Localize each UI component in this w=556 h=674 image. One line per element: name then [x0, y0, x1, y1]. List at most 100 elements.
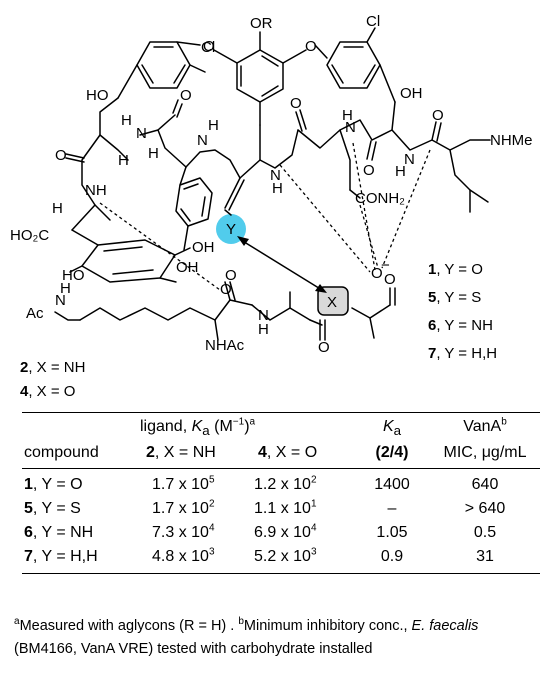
- label-nhac: NHAc: [205, 337, 245, 354]
- cell-compound: 1, Y = O: [24, 476, 83, 493]
- chemical-scheme: OR Cl Cl O O HO OH N H O H O H N H Y N H…: [10, 13, 533, 400]
- hydrogen-bonds: [99, 142, 431, 291]
- right-chloroaryl-ring: [314, 27, 396, 103]
- label-n4: N: [345, 119, 356, 136]
- label-h1: H: [121, 112, 132, 129]
- cell-ka-2: 4.8 x 103: [152, 546, 215, 565]
- cell-ratio: –: [387, 500, 397, 517]
- label-h5: H: [395, 163, 406, 180]
- header-col4: 4, X = O: [258, 444, 318, 461]
- cell-mic: 31: [476, 548, 494, 565]
- cell-compound: 5, Y = S: [24, 500, 81, 517]
- label-h-alpha-1: H: [118, 152, 129, 169]
- label-o-bridge-right: O: [305, 38, 317, 55]
- label-h-amide: H: [258, 321, 269, 338]
- label-h2: H: [208, 117, 219, 134]
- footnote-b-tail: (BM4166, VanA VRE) tested with carbohydr…: [14, 641, 373, 657]
- cell-ka-4: 1.2 x 102: [254, 474, 317, 493]
- label-o3: O: [290, 95, 302, 112]
- header-vana: VanAb: [463, 416, 507, 435]
- cell-ka-4: 6.9 x 104: [254, 522, 317, 541]
- central-aryl-ring: [213, 31, 307, 126]
- cell-mic: > 640: [464, 500, 506, 517]
- legend-7: 7, Y = H,H: [428, 345, 497, 362]
- label-nh6: NH: [85, 182, 107, 199]
- right-backbone: [259, 101, 491, 213]
- label-h-alpha-2: H: [148, 145, 159, 162]
- cell-ka-2: 1.7 x 105: [152, 474, 215, 493]
- header-ka: Ka: [382, 418, 402, 439]
- footnote-a-mark: a: [14, 616, 20, 628]
- header-ratio: (2/4): [375, 444, 409, 461]
- cell-compound: 7, Y = H,H: [24, 548, 98, 565]
- header-compound: compound: [24, 444, 99, 461]
- footnote-b-text: Minimum inhibitory conc.,: [243, 618, 412, 634]
- interaction-arrow: [237, 236, 327, 293]
- table-top-rule: [22, 412, 540, 413]
- table-footnote: aMeasured with aglycons (R = H) . bMinim…: [14, 615, 544, 661]
- label-ho-top-left: HO: [86, 87, 109, 104]
- label-n1: N: [136, 125, 147, 142]
- ligand-2-label: 2, X = NH: [20, 359, 85, 376]
- legend-5: 5, Y = S: [428, 289, 481, 306]
- ligand-backbone: [54, 281, 396, 341]
- label-h4: H: [342, 107, 353, 124]
- legend-6: 6, Y = NH: [428, 317, 493, 334]
- label-n-ac-left: N: [55, 292, 66, 309]
- label-or: OR: [250, 15, 273, 32]
- cell-ka-4: 5.2 x 103: [254, 546, 317, 565]
- label-minus: −: [381, 257, 390, 274]
- label-o-minus: O: [371, 265, 383, 282]
- cell-ratio: 0.9: [380, 548, 404, 565]
- cell-ka-4: 1.1 x 101: [254, 498, 317, 517]
- label-ho-ring: HO: [62, 267, 85, 284]
- header-col2: 2, X = NH: [146, 444, 216, 461]
- label-n5: N: [404, 151, 415, 168]
- label-nhme: NHMe: [490, 132, 533, 149]
- cell-ka-2: 7.3 x 104: [152, 522, 215, 541]
- label-ho2c: HO₂C: [10, 227, 49, 244]
- label-o-lig-2: O: [225, 267, 237, 284]
- cell-ratio: 1.05: [376, 524, 408, 541]
- label-n-amide: N: [258, 307, 269, 324]
- ligand-legend: 2, X = NH 4, X = O: [20, 359, 85, 400]
- label-oh-ring-1: OH: [192, 239, 215, 256]
- left-backbone: [65, 97, 261, 246]
- label-n2: N: [197, 132, 208, 149]
- table-row: 5, Y = S 1.7 x 102 1.1 x 101 – > 640: [22, 497, 540, 521]
- legend-block: 1, Y = O 5, Y = S 6, Y = NH 7, Y = H,H: [428, 261, 497, 362]
- table-mid-rule: [22, 468, 540, 469]
- cell-mic: 640: [471, 476, 499, 493]
- header-ligand-ka: ligand, Ka (M−1)a: [140, 416, 256, 439]
- label-o-lig-1: O: [220, 281, 232, 298]
- table-header-row-2: compound 2, X = NH 4, X = O (2/4) MIC, μ…: [22, 441, 540, 465]
- table-row: 1, Y = O 1.7 x 105 1.2 x 102 1400 640: [22, 473, 540, 497]
- footnote-b-mark: b: [238, 616, 244, 628]
- label-x: X: [327, 294, 337, 311]
- table-header-row-1: ligand, Ka (M−1)a Ka VanAb: [22, 415, 540, 439]
- table-bottom-rule: [22, 573, 540, 574]
- label-ac: Ac: [26, 305, 44, 322]
- label-conh2: CONH₂: [355, 190, 405, 207]
- table-row: 7, Y = H,H 4.8 x 103 5.2 x 103 0.9 31: [22, 545, 540, 569]
- cell-ratio: 1400: [374, 476, 410, 493]
- label-n3: N: [270, 167, 281, 184]
- label-h-ac-left: H: [60, 280, 71, 297]
- label-y: Y: [226, 221, 236, 238]
- table-row: 6, Y = NH 7.3 x 104 6.9 x 104 1.05 0.5: [22, 521, 540, 545]
- lower-aryl-ring: [175, 166, 213, 251]
- label-o-carboxylate: O: [384, 271, 396, 288]
- header-mic: MIC, μg/mL: [443, 444, 527, 461]
- cell-ka-2: 1.7 x 102: [152, 498, 215, 517]
- label-cl-left: Cl: [201, 39, 215, 56]
- label-oh-top-right: OH: [400, 85, 423, 102]
- cell-mic: 0.5: [473, 524, 497, 541]
- cell-compound: 6, Y = NH: [24, 524, 94, 541]
- label-o-bridge-left: O: [203, 38, 215, 55]
- label-oh-ring-2: OH: [176, 259, 199, 276]
- label-h-alpha-3: H: [52, 200, 63, 217]
- label-o1: O: [55, 147, 67, 164]
- footnote-organism: E. faecalis: [411, 618, 479, 634]
- label-cl-right: Cl: [366, 13, 380, 30]
- x-box: [317, 286, 349, 316]
